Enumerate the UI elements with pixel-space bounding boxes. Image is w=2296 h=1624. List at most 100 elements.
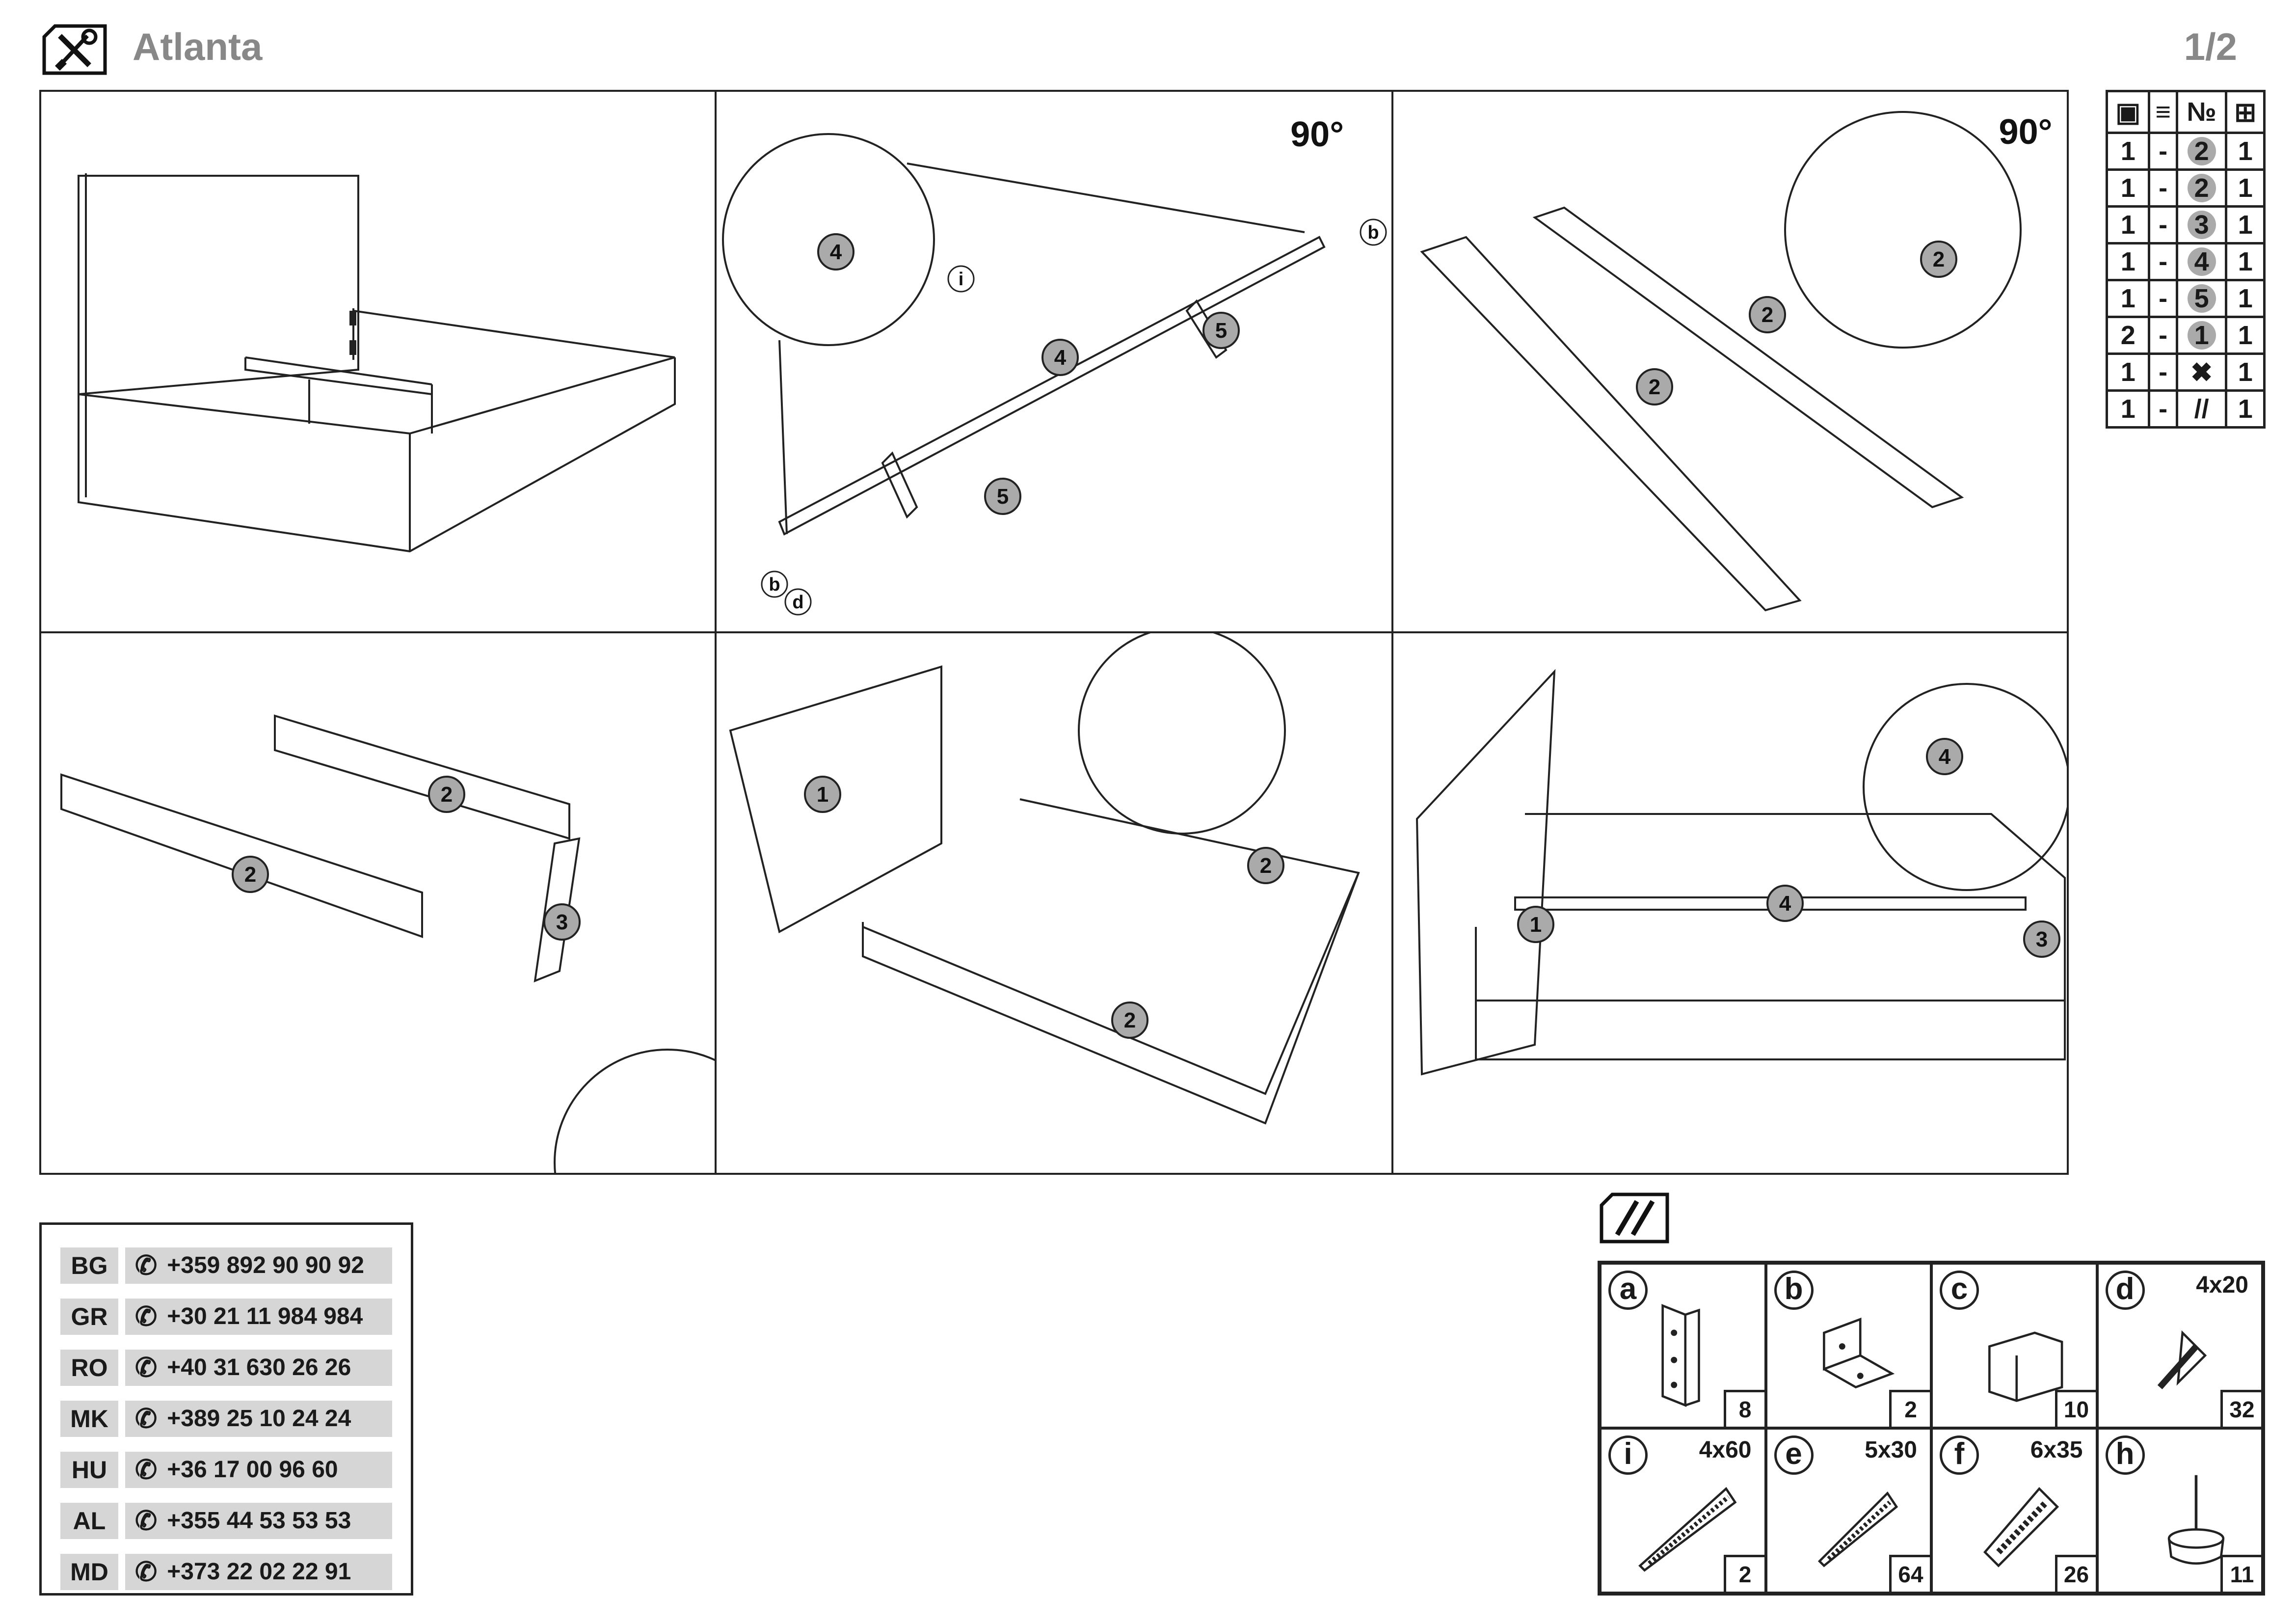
part-quantity: 1 <box>2225 279 2266 318</box>
country-code: RO <box>60 1350 118 1386</box>
separator: - <box>2148 352 2178 392</box>
pack-count: 1 <box>2105 205 2151 244</box>
screw-thick-icon <box>1983 1487 2059 1568</box>
hardware-quantity: 10 <box>2055 1390 2096 1427</box>
hardware-letter: h <box>2105 1435 2145 1475</box>
rotate-label: 90° <box>1290 115 1344 154</box>
part-label: 4 <box>1939 745 1951 769</box>
phone-icon: ✆ <box>135 1455 158 1485</box>
part-number: 3 <box>2187 211 2216 239</box>
separator: - <box>2148 279 2178 318</box>
country-code: HU <box>60 1452 118 1488</box>
contact-row: AL✆+355 44 53 53 53 <box>60 1500 392 1542</box>
step-6-final-assembly: 1 4 3 4 <box>1392 632 2069 1175</box>
phone-icon: ✆ <box>135 1404 158 1434</box>
hardware-quantity: 2 <box>1723 1555 1764 1592</box>
pack-count: 1 <box>2105 168 2151 208</box>
phone-icon: ✆ <box>135 1506 158 1536</box>
part-number: 4 <box>2187 247 2216 276</box>
part-label: 2 <box>1762 303 1773 327</box>
hardware-quantity: 26 <box>2055 1555 2096 1592</box>
step-3-side-rails: 2 2 2 90° <box>1392 90 2069 632</box>
country-code: MK <box>60 1401 118 1437</box>
hardware-icon: // <box>2175 389 2228 429</box>
part-label: 2 <box>244 863 256 887</box>
part-number: 2 <box>2187 174 2216 202</box>
part-number: 5 <box>2187 284 2216 313</box>
part-label: 5 <box>1215 319 1227 343</box>
screw-long-icon <box>1638 1487 1737 1572</box>
part-label: 2 <box>1933 247 1945 271</box>
screw-short-icon <box>2157 1330 2207 1389</box>
phone-number: +355 44 53 53 53 <box>167 1508 351 1534</box>
contact-row: MD✆+373 22 02 22 91 <box>60 1551 392 1593</box>
separator: - <box>2148 132 2178 171</box>
corner-cap-icon <box>1988 1331 2063 1402</box>
contact-row: RO✆+40 31 630 26 26 <box>60 1347 392 1389</box>
pack-count: 1 <box>2105 242 2151 281</box>
part-label: 1 <box>1530 913 1542 937</box>
part-quantity: 1 <box>2225 205 2266 244</box>
pack-count: 1 <box>2105 279 2151 318</box>
page-number: 1/2 <box>2184 25 2237 68</box>
hardware-item-i: i 4x60 2 <box>1600 1428 1766 1593</box>
part-label: 3 <box>2036 927 2048 951</box>
hardware-quantity: 64 <box>1889 1555 1930 1592</box>
phone-number: +30 21 11 984 984 <box>167 1303 363 1329</box>
hardware-size: 4x60 <box>1699 1437 1752 1463</box>
hardware-quantity: 11 <box>2220 1555 2261 1592</box>
step-5-headboard-attach: 1 2 2 <box>716 632 1392 1175</box>
hardware-icon <box>1600 1192 1669 1244</box>
hardware-quantity: 2 <box>1889 1390 1930 1427</box>
stack-icon: ≡ <box>2148 90 2178 134</box>
rotate-label: 90° <box>1999 112 2053 152</box>
hardware-size: 5x30 <box>1865 1437 1917 1463</box>
part-label: 2 <box>441 783 453 807</box>
parts-row: 1-✖1 <box>2105 352 2266 392</box>
bracket-long-icon <box>1661 1304 1700 1407</box>
hardware-letter: f <box>1940 1435 1979 1475</box>
separator: - <box>2148 242 2178 281</box>
part-label: 5 <box>997 485 1009 509</box>
phone-number: +36 17 00 96 60 <box>167 1457 338 1483</box>
part-label: 2 <box>1124 1008 1136 1032</box>
package-icon: ▣ <box>2105 90 2151 134</box>
part-label: 2 <box>1260 854 1272 878</box>
pack-count: 1 <box>2105 389 2151 429</box>
part-label: 4 <box>830 240 842 264</box>
phone-icon: ✆ <box>135 1353 158 1382</box>
phone-icon: ✆ <box>135 1557 158 1587</box>
phone-number: +373 22 02 22 91 <box>167 1559 351 1585</box>
part-quantity: 1 <box>2225 168 2266 208</box>
part-number: 1 <box>2187 321 2216 350</box>
bracket-corner-icon <box>1822 1317 1895 1389</box>
screw-medium-icon <box>1817 1491 1898 1568</box>
assembly-steps-grid: 4 5 5 4 90° i b b d <box>39 90 2069 1175</box>
contact-row: HU ✆ +36 17 00 96 60 <box>60 1449 392 1491</box>
tools-icon <box>42 24 107 75</box>
separator: - <box>2148 168 2178 208</box>
hardware-label: i <box>959 269 964 290</box>
pack-count: 1 <box>2105 352 2151 392</box>
hardware-letter: i <box>1608 1435 1648 1475</box>
separator: - <box>2148 316 2178 355</box>
contact-row: MK✆+389 25 10 24 24 <box>60 1398 392 1440</box>
contact-row: GR✆+30 21 11 984 984 <box>60 1296 392 1338</box>
tools-icon: ✖ <box>2175 352 2228 392</box>
part-quantity: 1 <box>2225 389 2266 429</box>
hardware-letter: e <box>1774 1435 1814 1475</box>
hardware-item-e: e 5x30 64 <box>1765 1428 1931 1593</box>
step-1-finished-bed <box>39 90 716 632</box>
part-label: 4 <box>1779 892 1791 916</box>
part-label: 3 <box>556 910 568 934</box>
hardware-label: d <box>792 592 803 613</box>
part-label: 1 <box>817 783 828 807</box>
hardware-label: b <box>1367 222 1379 243</box>
hardware-quantity: 8 <box>1723 1390 1764 1427</box>
hardware-letter: a <box>1608 1271 1648 1310</box>
